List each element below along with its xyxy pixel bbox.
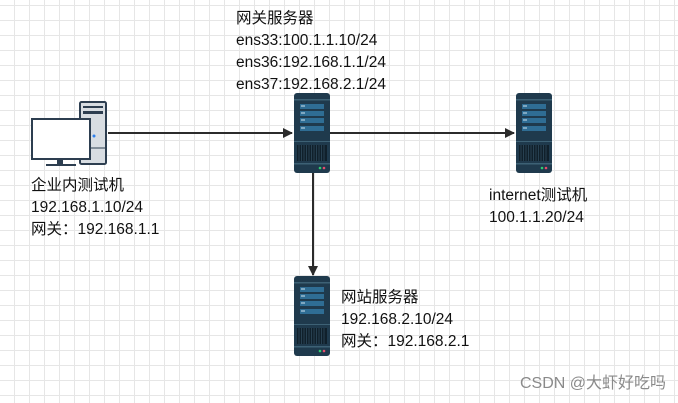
client-label: 企业内测试机 192.168.1.10/24 网关：192.168.1.1 xyxy=(31,175,159,241)
client-ip: 192.168.1.10/24 xyxy=(31,199,144,216)
web-server-icon[interactable] xyxy=(293,275,331,357)
web-label: 网站服务器 192.168.2.10/24 网关：192.168.2.1 xyxy=(341,287,469,353)
gateway-ens33: ens33:100.1.1.10/24 xyxy=(236,32,378,49)
internet-server-icon[interactable] xyxy=(515,92,553,174)
internet-title: internet测试机 xyxy=(489,187,588,204)
client-title: 企业内测试机 xyxy=(31,177,125,194)
gateway-title: 网关服务器 xyxy=(236,10,314,27)
client-gateway: 网关：192.168.1.1 xyxy=(31,221,160,238)
gateway-label: 网关服务器 ens33:100.1.1.10/24 ens36:192.168.… xyxy=(236,8,386,96)
gateway-ens37: ens37:192.168.2.1/24 xyxy=(236,76,386,93)
gateway-server-icon[interactable] xyxy=(293,92,331,174)
web-ip: 192.168.2.10/24 xyxy=(341,311,454,328)
desktop-computer-icon[interactable] xyxy=(31,101,107,166)
internet-ip: 100.1.1.20/24 xyxy=(489,209,584,226)
web-gateway: 网关：192.168.2.1 xyxy=(341,333,470,350)
web-title: 网站服务器 xyxy=(341,289,419,306)
internet-label: internet测试机 100.1.1.20/24 xyxy=(489,185,587,229)
gateway-ens36: ens36:192.168.1.1/24 xyxy=(236,54,386,71)
watermark: CSDN @大虾好吃吗 xyxy=(519,375,666,392)
